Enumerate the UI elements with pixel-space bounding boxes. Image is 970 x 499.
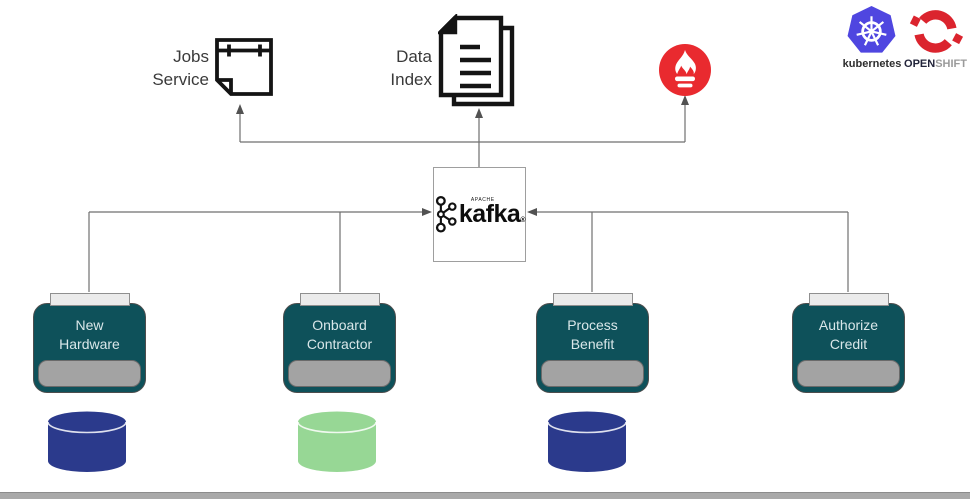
jobs-service-label: Jobs Service <box>152 47 209 89</box>
openshift-ring-icon <box>909 10 964 53</box>
documents-icon <box>438 14 515 107</box>
kafka-nodes-icon <box>435 195 457 233</box>
process-tab <box>552 293 633 306</box>
horizontal-scrollbar[interactable] <box>0 492 970 499</box>
kafka-node: APACHE kafka® <box>433 167 526 262</box>
process-box-new-hardware: New Hardware <box>33 293 146 393</box>
process-progress-bar <box>797 360 900 387</box>
process-progress-bar <box>541 360 644 387</box>
process-tab <box>299 293 380 306</box>
data-index-label: Data Index <box>390 47 432 89</box>
process-box-onboard-contractor: Onboard Contractor <box>283 293 396 393</box>
note-calendar-icon <box>215 38 273 96</box>
process-tab <box>49 293 130 306</box>
process-tab <box>808 293 889 306</box>
kubernetes-helm-icon <box>847 5 896 53</box>
process-progress-bar <box>288 360 391 387</box>
database-cylinder-icon <box>297 411 377 472</box>
process-progress-bar <box>38 360 141 387</box>
process-box-authorize-credit: Authorize Credit <box>792 293 905 393</box>
prometheus-icon <box>659 44 711 96</box>
kafka-wordmark: APACHE kafka® <box>458 197 526 228</box>
openshift-label: OPENSHIFT <box>904 58 967 70</box>
kubernetes-label: kubernetes <box>842 58 902 70</box>
database-cylinder-icon <box>47 411 127 472</box>
process-box-process-benefit: Process Benefit <box>536 293 649 393</box>
database-cylinder-icon <box>547 411 627 472</box>
